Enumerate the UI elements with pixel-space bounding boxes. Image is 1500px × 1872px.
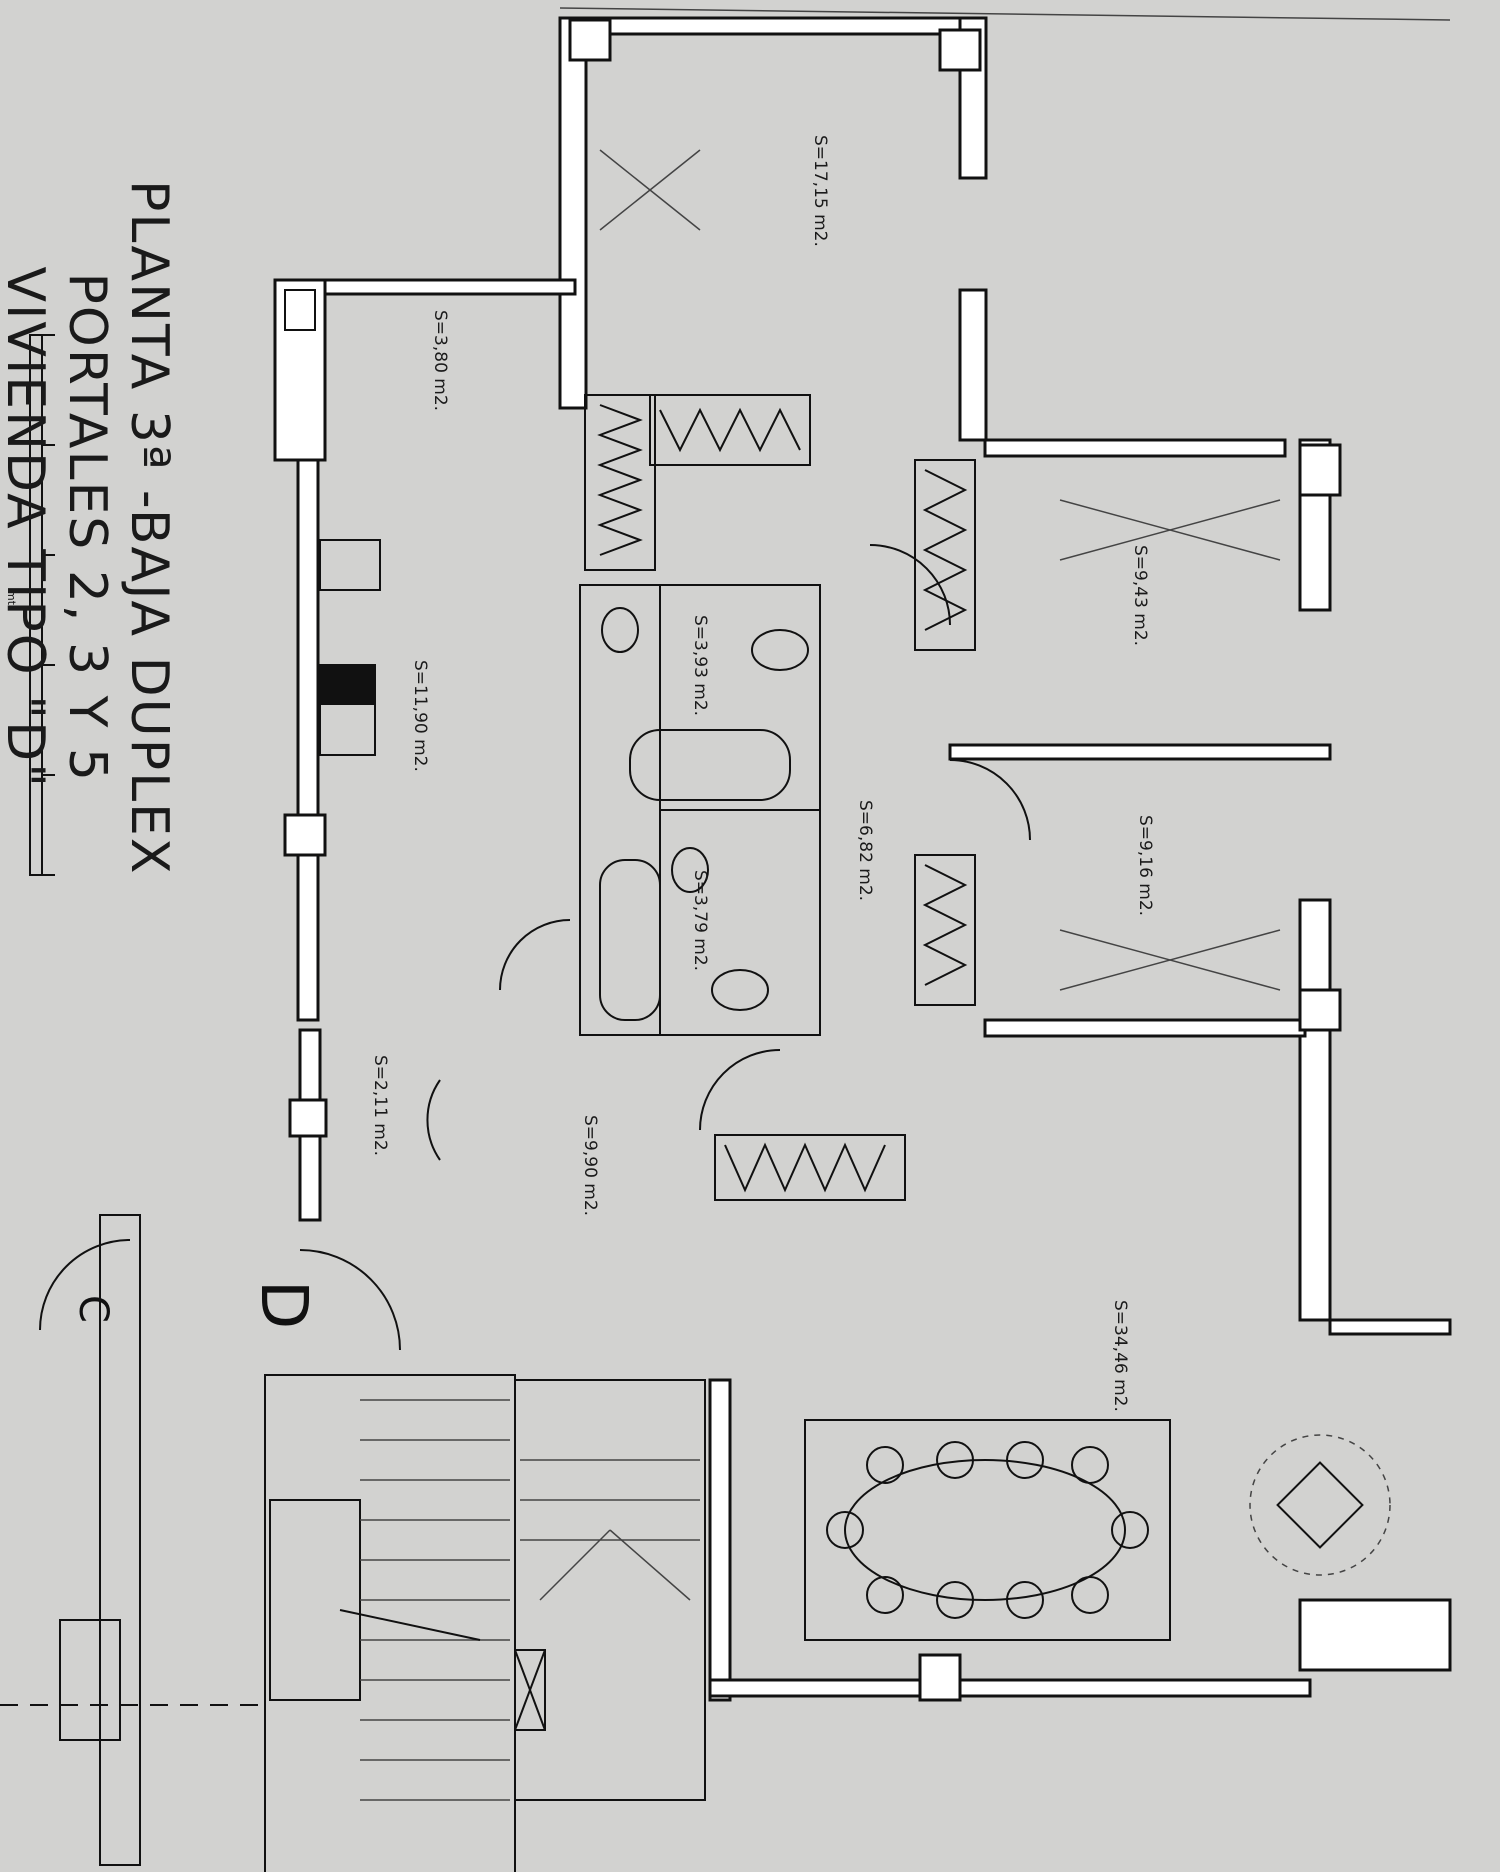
door-bathroom	[699, 1049, 781, 1131]
area-living: S=34,46 m2.	[1110, 1300, 1130, 1412]
closet-upper	[584, 394, 811, 571]
area-bedroom-top: S=17,15 m2.	[810, 135, 830, 247]
bed-top	[599, 149, 701, 231]
door-bedroom-a	[869, 544, 951, 626]
toilet-2	[671, 847, 709, 893]
area-hall: S=6,82 m2.	[855, 800, 875, 901]
wall-living-bottom	[708, 1678, 1312, 1698]
bathtub-1	[629, 729, 791, 801]
wall-between-bedrooms	[948, 743, 1332, 761]
bed-b	[1059, 929, 1281, 991]
door-adjacent	[39, 1239, 131, 1331]
wall-bedroom-b-bottom	[983, 1018, 1307, 1038]
door-lobby	[426, 1079, 441, 1161]
unit-label-d: D	[246, 1280, 320, 1329]
pillar-kitchen	[283, 813, 327, 857]
terrace-wall-left	[273, 278, 327, 462]
wall-left-upper	[558, 16, 588, 410]
wall-top	[558, 16, 982, 36]
area-bathroom-1: S=3,93 m2.	[690, 615, 710, 716]
unit-label-c: C	[70, 1295, 116, 1323]
door-kitchen	[499, 919, 571, 991]
pillar-top-left	[568, 18, 612, 62]
area-lobby: S=2,11 m2.	[370, 1055, 390, 1156]
wall-bedroom-a-top	[983, 438, 1287, 458]
pillar-lobby	[288, 1098, 328, 1138]
pillar-top-right	[938, 28, 982, 72]
closet-bedroom-a	[914, 459, 976, 651]
plan-title-line2: PORTALES 2, 3 Y 5	[57, 272, 117, 783]
scale-bar: mts	[5, 334, 55, 876]
plan-title-line1: PLANTA 3ª -BAJA DUPLEX	[119, 180, 179, 876]
stove	[319, 539, 381, 591]
wall-living-right	[1328, 1318, 1452, 1336]
area-bedroom-a: S=9,43 m2.	[1130, 545, 1150, 646]
pillar-right-mid	[1298, 988, 1342, 1032]
wall-kitchen-left	[296, 458, 320, 1022]
closet-corridor	[714, 1134, 906, 1201]
top-border-line	[559, 7, 1451, 21]
adjacent-unit-fixture	[59, 1619, 121, 1741]
kitchen-sink-basin	[320, 665, 375, 705]
pillar-right-bottom	[1298, 1598, 1452, 1672]
sink-2	[711, 969, 769, 1011]
pillar-living-bottom	[918, 1653, 962, 1702]
wall-right-b	[1298, 898, 1332, 1322]
plan-title-block: PLANTA 3ª -BAJA DUPLEX PORTALES 2, 3 Y 5…	[0, 180, 180, 876]
scale-bar-label: mts	[5, 590, 18, 611]
area-corridor: S=9,90 m2.	[580, 1115, 600, 1216]
adjacent-unit-wall	[99, 1214, 141, 1866]
wall-living-left	[708, 1378, 732, 1702]
door-entrance	[299, 1249, 401, 1351]
door-bedroom-b	[949, 759, 1031, 841]
area-terrace-top: S=3,80 m2.	[430, 310, 450, 411]
closet-bedroom-b	[914, 854, 976, 1006]
bed-a	[1059, 499, 1281, 561]
round-table	[1249, 1434, 1391, 1576]
pillar-right-top	[1298, 443, 1342, 497]
staircase	[264, 1374, 706, 1872]
area-kitchen: S=11,90 m2.	[410, 660, 430, 772]
wall-right-mid	[958, 288, 988, 442]
area-bedroom-b: S=9,16 m2.	[1135, 815, 1155, 916]
bathtub-2	[599, 859, 661, 1021]
area-bathroom-2: S=3,79 m2.	[690, 870, 710, 971]
pillar-terrace	[284, 289, 316, 331]
plan-title-line3: VIVIENDA TIPO "D"	[0, 266, 55, 790]
dining-table	[804, 1419, 1171, 1641]
toilet-1	[601, 607, 639, 653]
sink-1	[751, 629, 809, 671]
